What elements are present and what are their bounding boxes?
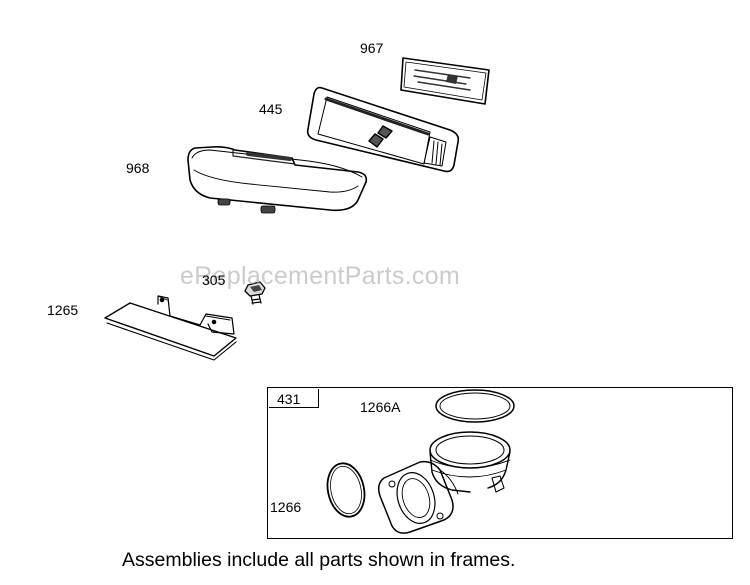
part-label-1266: 1266	[270, 499, 302, 515]
gasket-1266A	[435, 389, 515, 423]
decal-plate-967	[400, 57, 490, 105]
housing-968	[187, 146, 368, 214]
panel-445	[306, 86, 460, 173]
part-label-967: 967	[360, 40, 384, 56]
o-ring-1266	[326, 462, 366, 518]
assembly-tag: 431	[269, 389, 319, 408]
part-label-1265: 1265	[47, 302, 79, 318]
watermark: eReplacementParts.com	[180, 262, 461, 290]
part-label-968: 968	[126, 160, 150, 176]
part-label-1266A: 1266A	[360, 399, 401, 415]
footnote: Assemblies include all parts shown in fr…	[122, 549, 516, 571]
assembly-frame	[267, 387, 733, 539]
part-label-305: 305	[202, 272, 226, 288]
screw-305	[244, 281, 266, 305]
intake-elbow-431	[377, 431, 511, 534]
part-label-431: 431	[277, 391, 301, 407]
bracket-1265	[104, 295, 237, 361]
part-label-445: 445	[259, 101, 283, 117]
